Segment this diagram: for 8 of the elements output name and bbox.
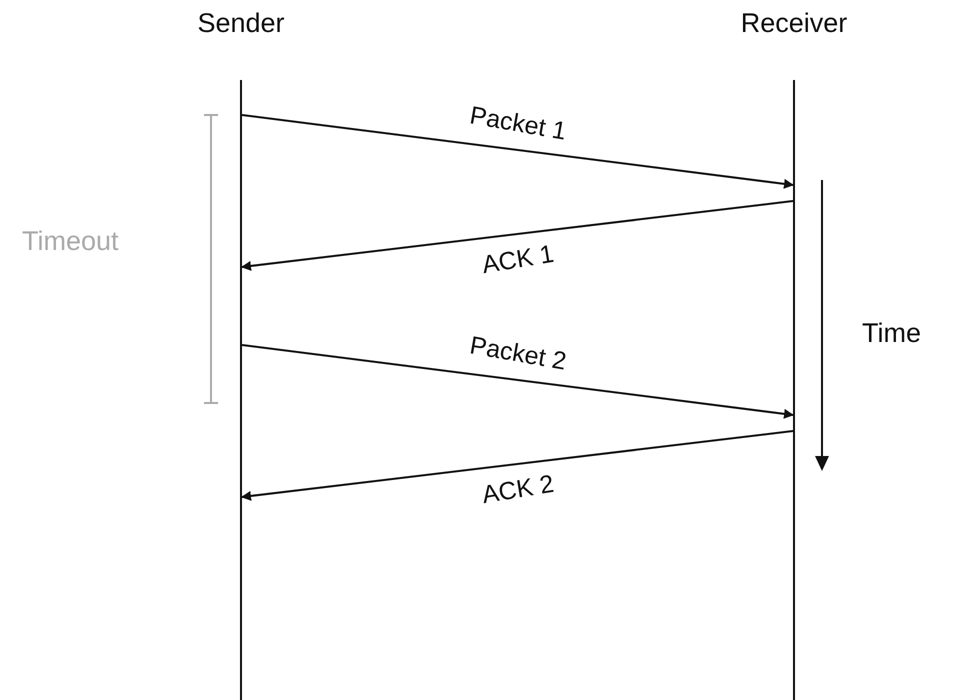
arrow: [241, 200, 794, 271]
time-label: Time: [862, 318, 921, 349]
timeout-label: Timeout: [22, 226, 119, 257]
participant-name: Sender: [197, 8, 285, 39]
arrow: [242, 344, 794, 419]
arrow: [242, 114, 794, 189]
participant-name: Receiver: [740, 8, 848, 39]
arrow: [241, 430, 794, 501]
